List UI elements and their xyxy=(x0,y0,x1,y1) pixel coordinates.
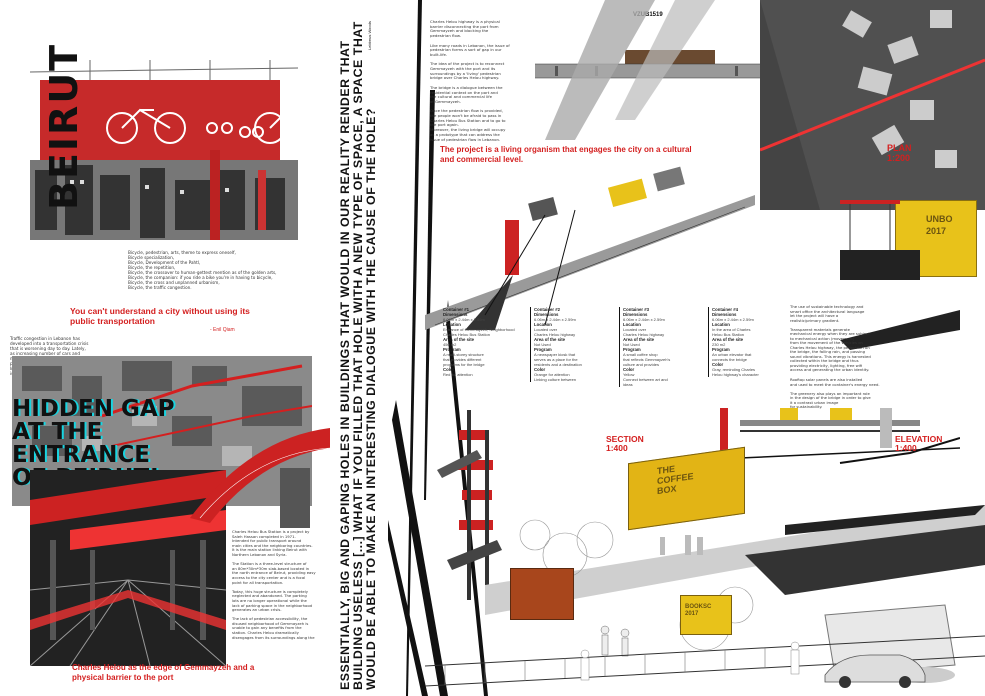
bottom-caption: Charles Helou as the edge of Gemmayzeh a… xyxy=(72,663,255,682)
statement-author: Lebbeus Woods xyxy=(367,21,372,50)
spec-value: Located over Charles Helou highway xyxy=(534,327,576,337)
spec-key: Dimensions xyxy=(712,312,737,317)
spec-key: Program xyxy=(623,347,641,352)
red-canopy xyxy=(190,428,330,528)
transport-quote: You can't understand a city without usin… xyxy=(70,306,250,326)
section-elevation-strip xyxy=(720,408,960,468)
spec-name: Container #1 xyxy=(443,307,470,312)
spec-value: Gray, reminding Charles Helou highway's … xyxy=(712,367,759,377)
spec-value: 6.06m x 2.44m x 2.59m xyxy=(623,317,665,322)
spec-name: Container #4 xyxy=(712,307,739,312)
spec-key: Color xyxy=(623,367,635,372)
spec-value: Not Used xyxy=(623,342,640,347)
spec-key: Location xyxy=(712,322,730,327)
spec-value: 6.06m x 2.44m x 2.59m xyxy=(712,317,754,322)
station-text: Charles Helou Bus Station is a project b… xyxy=(232,529,316,640)
spec-value: Not Used xyxy=(534,342,551,347)
black-streaks xyxy=(388,0,488,696)
spec-key: Location xyxy=(534,322,552,327)
spec-value: 6.06m x 2.44m x 2.59m xyxy=(443,317,485,322)
rust-container xyxy=(510,568,574,620)
spec-key: Color xyxy=(443,367,455,372)
spec-key: Location xyxy=(623,322,641,327)
spec-key: Area of the site xyxy=(443,337,475,342)
left-panel: BEIRUT Bicycle, pedestrian, arts, theme … xyxy=(0,0,330,696)
spec-key: Program xyxy=(712,347,730,352)
spec-key: Location xyxy=(443,322,461,327)
section-label: SECTION 1:400 xyxy=(606,434,644,453)
container-platform xyxy=(840,200,960,350)
project-text: Charles Helou highway is a physical barr… xyxy=(430,19,510,142)
bottom-rails xyxy=(425,635,985,687)
spec-key: Area of the site xyxy=(712,337,744,342)
sustain-text: The use of sustainable technology and sm… xyxy=(790,304,871,372)
spec-key: Area of the site xyxy=(534,337,566,342)
bicycle-bullets: Bicycle, pedestrian, arts, theme to expr… xyxy=(128,250,277,290)
spec-key: Program xyxy=(534,347,552,352)
grey-swoosh xyxy=(545,0,715,140)
code-label: VZUB1519 xyxy=(633,12,663,18)
statement-line-3: WOULD BE ABLE TO MAKE AN INTERESTING DIA… xyxy=(364,108,378,690)
spec-key: Program xyxy=(443,347,461,352)
spec-value: Orange for attention Linking culture bet… xyxy=(534,372,577,382)
spec-value: In the area of Charles Helou Bus Station xyxy=(712,327,751,337)
spec-value: 450 m2 xyxy=(443,342,457,347)
spec-key: Dimensions xyxy=(623,312,648,317)
vertical-statement: ESSENTIALLY, BIG AND GAPING HOLES IN BUI… xyxy=(338,0,378,690)
spec-value: An urban elevator that connects the brid… xyxy=(712,352,752,362)
red-wall xyxy=(40,80,280,160)
spec-value: A newspaper kiosk that serves as a place… xyxy=(534,352,582,367)
spec-value: A multi-storey structure that provides d… xyxy=(443,352,485,367)
spec-value: Located over Charles Helou highway xyxy=(623,327,665,337)
quote-author: - Enil Qiam xyxy=(210,327,235,333)
spec-key: Color xyxy=(712,362,724,367)
spec-name: Container #3 xyxy=(623,307,650,312)
spec-key: Area of the site xyxy=(623,337,655,342)
plan-label: PLAN 1:200 xyxy=(887,143,912,163)
site-plan xyxy=(760,0,985,210)
spec-key: Dimensions xyxy=(443,312,468,317)
beirut-title: BEIRUT xyxy=(42,42,86,210)
small-container-label: BOOKSC 2017 xyxy=(685,604,712,617)
spec-name: Container #2 xyxy=(534,307,561,312)
station-photo xyxy=(30,470,226,666)
wire-fence-icon xyxy=(30,60,298,80)
spec-value: Red for attention xyxy=(443,372,473,377)
spec-key: Color xyxy=(534,367,546,372)
unbo-label: UNBO 2017 xyxy=(926,214,953,236)
spec-value: 230 m2 xyxy=(712,342,726,347)
spec-value: A small coffee shop that reflects Gemmay… xyxy=(623,352,671,367)
spec-value: Yellow Connect between art and ideas xyxy=(623,372,668,387)
living-organism-text: The project is a living organism that en… xyxy=(440,145,692,164)
spec-key: Dimensions xyxy=(534,312,559,317)
red-tower xyxy=(437,410,502,600)
elevation-label: ELEVATION 1:400 xyxy=(895,434,943,453)
bicycle-icons xyxy=(30,108,298,240)
car-icon xyxy=(824,654,926,688)
spec-value: Entrance of Gemmayzeh, Neighborhood Char… xyxy=(443,327,515,337)
small-yellow-container: BOOKSC 2017 xyxy=(680,595,732,635)
bicycle-collage xyxy=(30,60,298,250)
bridge-axonometric xyxy=(425,166,755,330)
rooftop-text: Rooftop solar panels are also installed … xyxy=(790,377,880,409)
spec-value: 6.06m x 2.44m x 2.59m xyxy=(534,317,576,322)
